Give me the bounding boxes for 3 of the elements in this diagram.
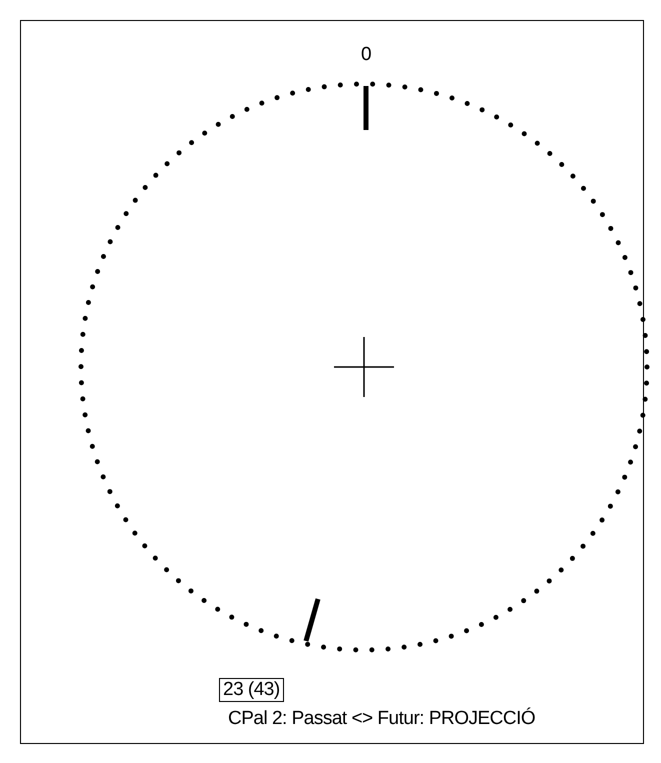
value-box: 23 (43) (219, 678, 284, 702)
tick-label: 0 (360, 44, 372, 66)
caption-text: CPal 2: Passat <> Futur: PROJECCIÓ (228, 708, 536, 730)
